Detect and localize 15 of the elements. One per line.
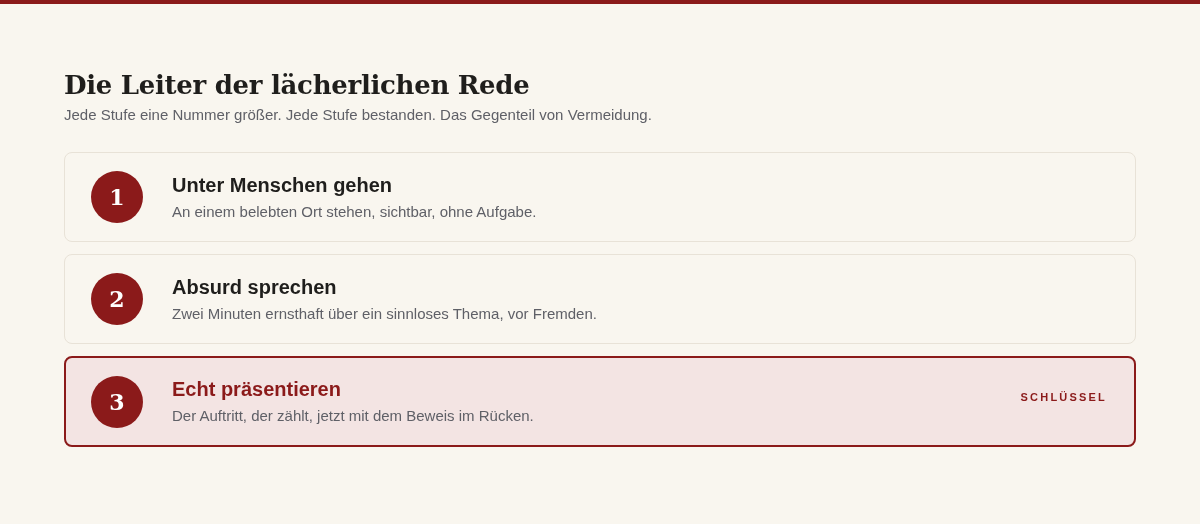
number-circle: 2	[91, 273, 143, 325]
step-description: An einem belebten Ort stehen, sichtbar, ohne Aufgabe.	[172, 202, 537, 222]
step-card	[64, 254, 1136, 344]
step-card	[64, 152, 1136, 242]
step-heading: Unter Menschen gehen	[172, 173, 393, 198]
step-description: Der Auftritt, der zählt, jetzt mit dem Beweis im Rücken.	[172, 406, 534, 426]
step-heading: Absurd sprechen	[172, 275, 337, 300]
number-circle: 3	[91, 376, 143, 428]
key-label: SCHLÜSSEL	[1020, 390, 1107, 404]
title: Die Leiter der lächerlichen Rede	[64, 69, 530, 102]
step-heading: Echt präsentieren	[172, 377, 341, 402]
subtitle: Jede Stufe eine Nummer größer. Jede Stufe bestanden. Das Gegenteil von Vermeidung.	[64, 105, 652, 125]
highlighted-step-card	[64, 356, 1136, 447]
number-circle: 1	[91, 171, 143, 223]
step-description: Zwei Minuten ernsthaft über ein sinnloses Thema, vor Fremden.	[172, 304, 597, 324]
